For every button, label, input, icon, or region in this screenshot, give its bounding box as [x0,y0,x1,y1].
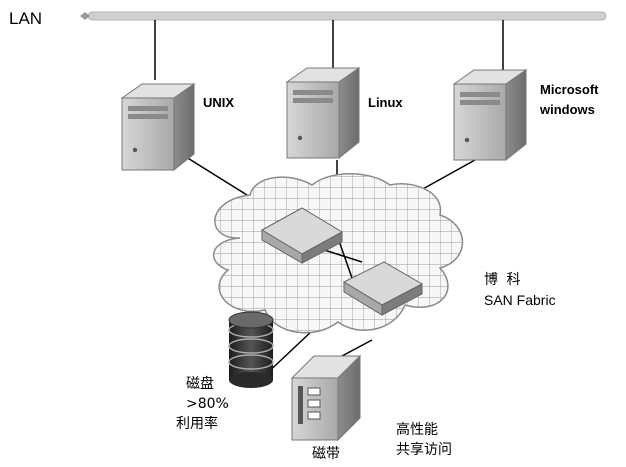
lan-links [154,20,504,80]
tape-label: 磁带 [312,446,340,462]
fabric-switch [260,207,344,264]
access-label-line1: 高性能 [396,422,438,438]
fabric-label-cn: 博 科 [484,272,523,288]
server-tower-icon [285,67,361,160]
san-fabric-cloud [212,173,464,334]
disk-label-line3: 利用率 [176,416,218,432]
server-label-unix: UNIX [203,95,235,110]
server-tower-icon [452,69,528,162]
lan-label: LAN [9,9,43,28]
disk-storage-icon [228,311,274,388]
fabric-switch [342,261,424,316]
server-tower-icon [120,83,196,172]
fabric-label-en: SAN Fabric [484,292,556,308]
disk-label-line2: >80% [186,396,229,412]
access-label-line2: 共享访问 [396,442,452,458]
server-label-linux: Linux [368,95,403,110]
server-label-windows: Microsoft windows [540,82,599,117]
lan-bus [80,11,607,21]
disk-label-line1: 磁盘 [186,376,214,392]
tape-library-icon [290,354,362,442]
